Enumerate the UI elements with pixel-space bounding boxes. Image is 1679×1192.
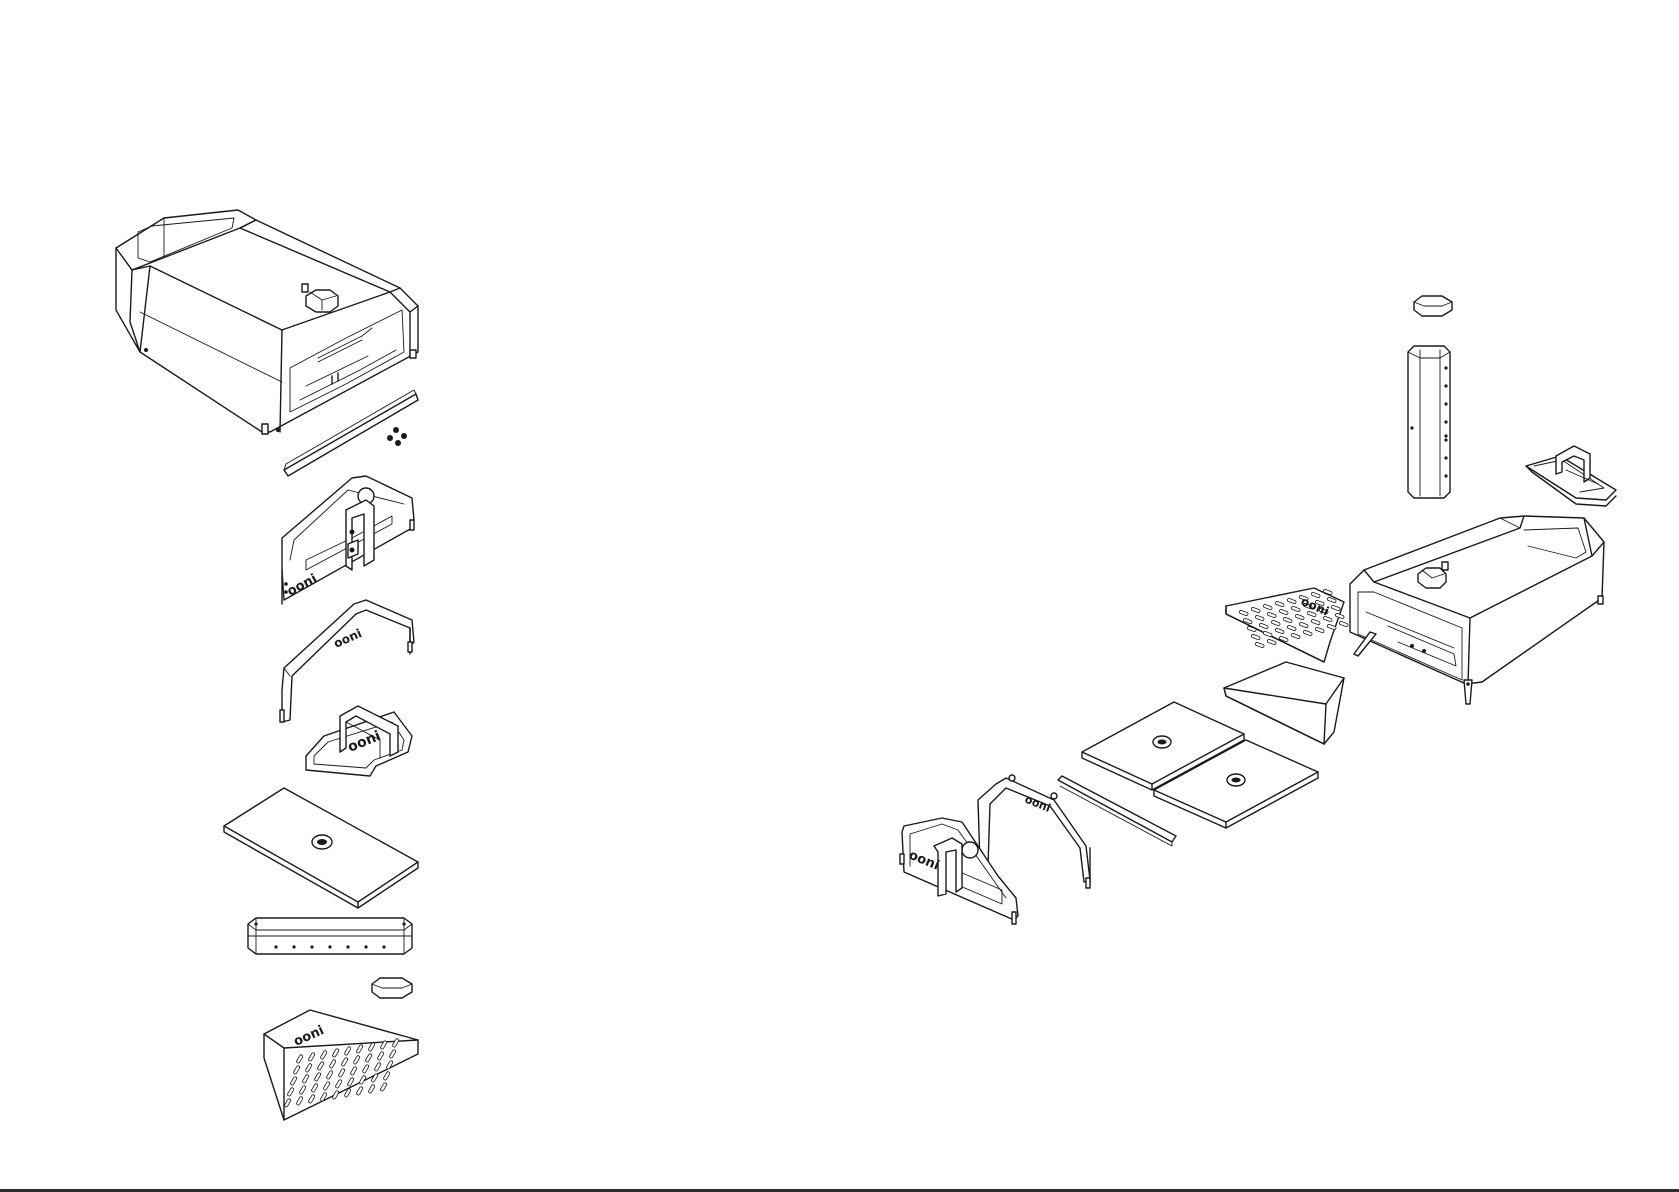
svg-text:ooni: ooni — [1023, 793, 1053, 815]
fuel-tray-part: ooni — [264, 1010, 418, 1120]
baking-stone-part — [224, 788, 418, 908]
tray-slot — [1339, 621, 1349, 627]
chimney-cap-exploded — [1414, 296, 1452, 316]
front-door-part: ooni — [282, 476, 414, 604]
rear-baffle-part: ooni — [280, 600, 414, 722]
tray-slot — [380, 1082, 387, 1091]
tray-slot — [368, 1084, 375, 1093]
tray-slot — [1267, 639, 1277, 645]
tray-slot — [1251, 634, 1261, 640]
tray-holder-exploded — [1224, 662, 1344, 744]
fuel-hatch-exploded — [1526, 446, 1616, 506]
front-door-exploded: ooni — [900, 818, 1018, 924]
fuel-hatch-part: ooni — [306, 706, 412, 776]
tray-slot — [383, 1071, 390, 1080]
tray-slot — [1255, 642, 1265, 648]
fuel-tray-exploded: ooni — [1226, 588, 1348, 662]
chimney-part — [248, 918, 412, 954]
screw-parts — [387, 427, 407, 446]
chimney-exploded — [1408, 346, 1450, 498]
tray-slot — [356, 1086, 363, 1095]
oven-body-part — [116, 210, 418, 434]
chimney-cap-part — [372, 978, 412, 998]
oven-body-exploded — [1350, 516, 1604, 704]
